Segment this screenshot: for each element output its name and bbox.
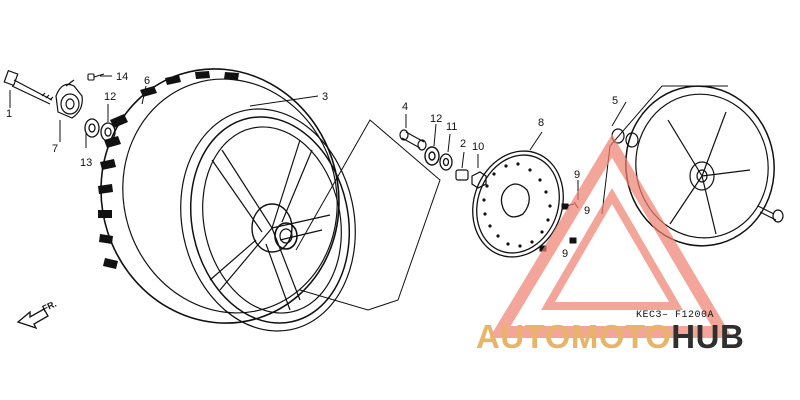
brake-disc (472, 150, 564, 258)
callout-9b: 9 (584, 205, 590, 217)
nut-10 (471, 171, 487, 189)
callout-9c: 9 (562, 248, 568, 260)
distance-collar-4 (399, 129, 427, 151)
callout-4: 4 (402, 101, 408, 113)
bearing-12-left (100, 122, 116, 142)
speedometer-gearbox (55, 79, 83, 119)
callout-7: 7 (52, 143, 58, 155)
leader-lines (9, 75, 728, 311)
dust-seal-13 (84, 118, 100, 138)
front-arrow-icon (16, 308, 49, 330)
front-wheel-assembly (98, 68, 356, 332)
wheel-assembly-small (611, 85, 784, 247)
direction-label: FR. (41, 299, 58, 314)
direction-indicator: FR. (16, 299, 58, 330)
watermark-brand: AUTOMOTOHUB (476, 318, 744, 355)
bearing-12-right (424, 146, 440, 166)
brand-part-2: HUB (671, 318, 744, 355)
callout-2: 2 (460, 138, 466, 150)
axle (3, 69, 54, 105)
collar-2 (455, 169, 469, 181)
dust-seal-11 (439, 153, 453, 171)
callout-12a: 12 (104, 91, 116, 103)
watermark-logo (489, 134, 733, 338)
drawing-code: KEC3– F1200A (636, 310, 714, 321)
bolt-14 (87, 73, 105, 81)
tire-tread (98, 71, 239, 269)
callout-1: 1 (6, 108, 12, 120)
callout-14: 14 (116, 71, 128, 83)
brand-part-1: AUTOMOTO (476, 318, 671, 355)
callout-6: 6 (144, 75, 150, 87)
callout-13: 13 (80, 157, 92, 169)
callout-8: 8 (538, 117, 544, 129)
callout-12b: 12 (430, 113, 442, 125)
callout-9a: 9 (574, 169, 580, 181)
callouts: 1 2 3 4 5 6 7 8 9 9 9 10 11 12 12 13 14 (6, 71, 618, 260)
callout-10: 10 (472, 141, 484, 153)
callout-5: 5 (612, 95, 618, 107)
callout-11: 11 (446, 121, 457, 133)
callout-3: 3 (322, 91, 328, 103)
